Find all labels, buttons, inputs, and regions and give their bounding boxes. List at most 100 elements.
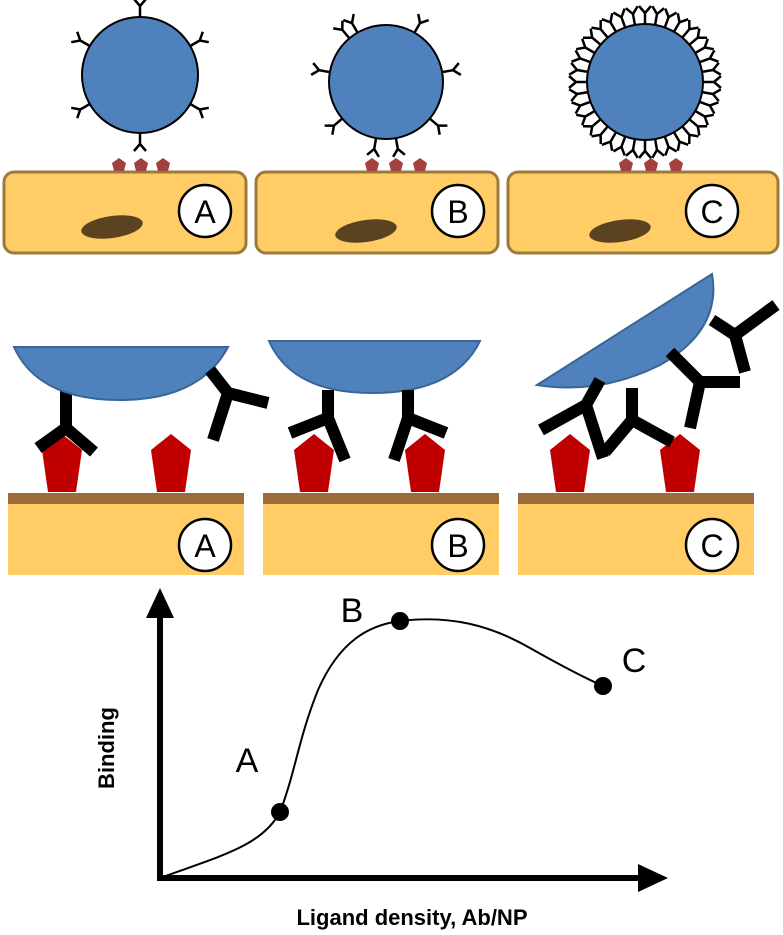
y-antibody-icon <box>441 62 462 76</box>
y-axis-title: Binding <box>94 707 119 789</box>
y-antibody-icon <box>575 109 596 126</box>
y-antibody-icon <box>612 136 627 156</box>
pentagon-receptor-icon <box>619 158 633 171</box>
nanoparticle-circle-icon <box>328 24 444 140</box>
y-antibody-icon <box>189 102 210 119</box>
panel-label-circle <box>430 183 486 239</box>
y-antibody-icon <box>601 131 618 152</box>
pentagon-receptor-icon <box>389 158 403 171</box>
binding-curve <box>159 618 604 879</box>
y-antibody-icon <box>638 5 652 24</box>
binding-graph: A B C Binding Ligand density, Ab/NP <box>94 588 668 930</box>
curve-point-a <box>271 803 289 821</box>
zoom-panel-a: A <box>8 346 270 575</box>
y-antibody-icon <box>651 138 665 159</box>
panel-label-letter: C <box>700 528 723 564</box>
y-antibody-icon <box>70 31 91 48</box>
y-antibody-icon <box>699 49 719 64</box>
y-antibody-icon <box>538 377 609 460</box>
y-antibody-icon <box>575 38 596 55</box>
pentagon-receptor-icon <box>294 434 334 492</box>
y-antibody-icon <box>568 62 589 76</box>
y-antibody-icon <box>34 390 98 457</box>
panel-label-circle <box>177 517 233 573</box>
y-axis-arrowhead <box>146 588 174 618</box>
pentagon-receptor-icon <box>42 434 82 492</box>
y-antibody-icon <box>582 118 602 136</box>
receptor-group <box>112 158 170 171</box>
pentagon-receptor-icon <box>660 434 700 492</box>
panel-label-circle <box>177 183 233 239</box>
y-antibody-icon <box>672 131 689 152</box>
y-antibody-icon <box>665 347 740 430</box>
y-antibody-icon <box>392 137 406 158</box>
y-antibody-icon <box>591 19 609 39</box>
cell-panel-b: B <box>254 13 500 255</box>
panel-label-circle <box>684 183 740 239</box>
panel-label-letter: A <box>194 194 216 230</box>
y-antibody-icon <box>342 13 359 34</box>
y-antibody-icon <box>625 5 639 26</box>
pentagon-receptor-icon <box>644 158 658 171</box>
pentagon-receptor-icon <box>413 158 427 171</box>
nanoparticle-circle-icon <box>586 23 704 141</box>
y-antibody-icon <box>568 88 589 102</box>
panel-label-circle <box>684 517 740 573</box>
y-antibody-icon <box>681 19 699 39</box>
y-antibody-icon <box>663 8 678 28</box>
y-antibody-icon <box>601 12 618 33</box>
y-antibody-icon <box>681 125 699 145</box>
panel-label-letter: A <box>194 528 216 564</box>
panel-label-letter: B <box>447 194 468 230</box>
y-antibody-icon <box>189 31 210 48</box>
x-axis-arrowhead <box>638 864 668 892</box>
y-antibody-icon <box>133 0 147 17</box>
y-antibody-icon <box>688 118 708 136</box>
cell-panel-a: A <box>2 0 248 255</box>
y-antibody-icon <box>428 117 448 135</box>
nucleus-ellipse-icon <box>589 219 651 243</box>
point-label-c: C <box>622 642 647 680</box>
pentagon-receptor-icon <box>134 158 148 171</box>
y-antibody-icon <box>133 133 147 152</box>
y-antibody-icon <box>582 28 602 46</box>
nanoparticle-segment-icon <box>12 346 230 402</box>
point-label-a: A <box>236 742 259 780</box>
pentagon-receptor-icon <box>669 158 683 171</box>
y-antibody-icon <box>663 136 678 156</box>
pentagon-receptor-icon <box>365 158 379 171</box>
y-antibody-icon <box>591 125 609 145</box>
y-antibody-icon <box>701 62 722 76</box>
y-antibody-icon <box>699 100 719 115</box>
y-antibody-icon <box>70 102 91 119</box>
panel-label-letter: C <box>700 194 723 230</box>
cell-body <box>254 170 500 255</box>
y-antibody-icon <box>571 49 591 64</box>
zoom-panel-c: C <box>518 272 780 575</box>
panel-label-letter: B <box>447 528 468 564</box>
nucleus-ellipse-icon <box>335 219 397 243</box>
y-antibody-icon <box>287 390 351 463</box>
pentagon-receptor-icon <box>550 434 590 492</box>
y-antibody-icon <box>694 38 715 55</box>
point-label-b: B <box>341 592 364 630</box>
y-antibody-icon <box>388 390 449 462</box>
receptor-group <box>619 158 683 171</box>
y-antibody-icon <box>324 117 344 135</box>
y-antibody-icon <box>651 5 665 26</box>
y-antibody-icon <box>703 75 722 89</box>
y-antibody-icon <box>708 300 780 374</box>
curve-point-b <box>391 612 409 630</box>
y-antibody-icon <box>612 8 627 28</box>
pentagon-receptor-icon <box>151 434 191 492</box>
receptor-group <box>365 158 427 171</box>
y-antibody-icon <box>638 140 652 159</box>
curve-point-c <box>594 677 612 695</box>
membrane-strip <box>518 493 754 504</box>
y-antibody-icon <box>333 20 351 40</box>
panel-label-circle <box>430 517 486 573</box>
pentagon-receptor-icon <box>405 434 445 492</box>
pentagon-receptor-icon <box>112 158 126 171</box>
nanoparticle-circle-icon <box>81 16 199 134</box>
